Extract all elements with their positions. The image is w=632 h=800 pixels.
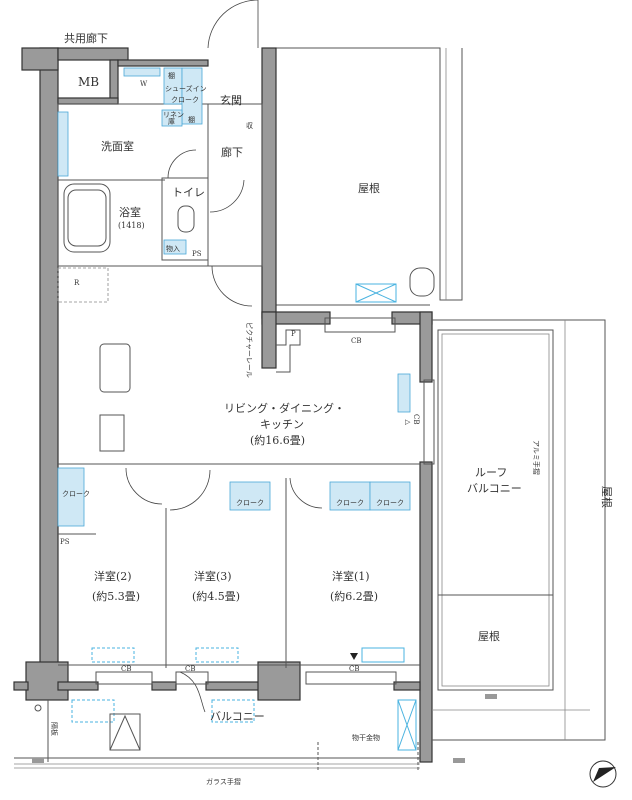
pipe-label: P <box>291 330 296 338</box>
walls <box>13 47 433 763</box>
compass-north-icon <box>589 760 617 788</box>
interior-lines <box>57 103 435 685</box>
doors <box>125 0 323 713</box>
shelf-label: 棚 <box>168 71 175 80</box>
roof-area-outline <box>276 47 463 306</box>
aluminum-rail-label: アルミ手摺 <box>532 440 541 475</box>
balcony-label: バルコニー <box>210 710 265 723</box>
ldk-label-2: キッチン <box>260 418 304 431</box>
bathroom-label: 浴室 <box>119 205 141 219</box>
ps-left-label: PS <box>60 538 70 546</box>
roof-right-label: 屋根 <box>600 486 614 508</box>
room1-area-label: (約6.2畳) <box>330 589 378 603</box>
shoe-closet-label-2: クローク <box>171 96 199 104</box>
closet-room1-label: クローク <box>336 499 364 507</box>
entrance-label: 玄関 <box>220 93 242 107</box>
mb-label: MB <box>78 75 99 89</box>
common-corridor-label: 共用廊下 <box>64 31 108 45</box>
ldk-area-label: (約16.6畳) <box>250 433 305 447</box>
hallway-label: 廊下 <box>221 145 243 159</box>
cb-marker: ▷ <box>405 418 411 426</box>
washroom-label: 洗面室 <box>101 139 134 153</box>
drying-hardware-label: 物干金物 <box>352 733 380 742</box>
bath-size-label: (1418) <box>118 221 145 230</box>
cb-room3-label: CB <box>185 665 196 673</box>
cb-ldk-side-label: CB <box>412 414 420 425</box>
ps-label: PS <box>192 250 202 258</box>
shoe-closet-label: シューズイン <box>165 84 207 93</box>
roof-lower-label: 屋根 <box>478 629 500 643</box>
storage-vertical-label: 収 <box>246 122 253 130</box>
cb-ldk-top-label: CB <box>351 337 362 345</box>
room2-label: 洋室(2) <box>94 569 132 583</box>
roof-balcony-label: ルーフ <box>475 466 507 479</box>
washer-label: W <box>140 80 148 88</box>
roof-label: 屋根 <box>358 181 380 195</box>
room1-label: 洋室(1) <box>332 569 370 583</box>
cb-room2-label: CB <box>121 665 132 673</box>
linen-label-2: 庫 <box>168 117 175 126</box>
linen-label: リネン <box>163 111 184 119</box>
cb-room1-label: CB <box>349 665 360 673</box>
closet-room1-label-2: クローク <box>376 499 404 507</box>
toilet-label: トイレ <box>172 186 205 199</box>
closet-left-label: クローク <box>62 490 90 498</box>
balcony-outline <box>14 700 465 770</box>
picture-rail-label: ピクチャーレール <box>245 322 253 378</box>
roof-balcony-label-2: バルコニー <box>467 482 522 495</box>
room3-area-label: (約4.5畳) <box>192 589 240 603</box>
room2-area-label: (約5.3畳) <box>92 589 140 603</box>
storage-label: 物入 <box>166 244 180 253</box>
closet-room3-label: クローク <box>236 499 264 507</box>
labels: 共用廊下 MB W 棚 シューズイン クローク 玄関 リネン 庫 棚 収 洗面室… <box>50 31 614 786</box>
room3-label: 洋室(3) <box>194 569 232 583</box>
down-triangle-marker-icon <box>350 653 358 660</box>
storage-blocks <box>57 67 417 751</box>
glass-rail-label: ガラス手摺 <box>206 777 241 786</box>
roof-balcony-outline <box>432 319 606 741</box>
refrigerator-label: R <box>74 279 80 287</box>
shelf-label-2: 棚 <box>188 115 195 124</box>
partition-label: 隔板 <box>50 722 59 736</box>
ldk-label: リビング・ダイニング・ <box>224 401 345 415</box>
